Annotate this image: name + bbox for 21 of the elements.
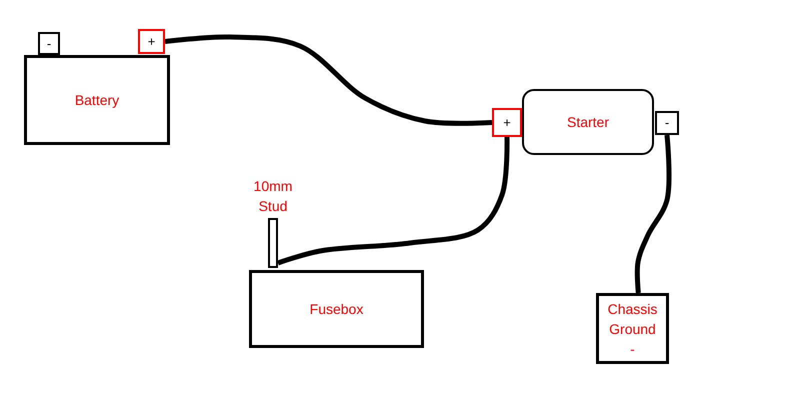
wire <box>277 136 510 266</box>
negative-terminal <box>655 111 679 135</box>
fusebox-label: Fusebox <box>310 300 364 319</box>
ground-label: - <box>630 340 635 358</box>
negative-terminal <box>38 32 60 55</box>
starter-box <box>522 89 654 155</box>
ground-box <box>596 293 669 364</box>
battery-box <box>24 55 170 145</box>
battery-label: Battery <box>74 91 120 110</box>
terminal-sign: - <box>46 36 52 50</box>
wire <box>634 134 672 294</box>
wire <box>164 34 492 126</box>
terminal-sign: + <box>148 34 156 48</box>
ground-label: Chassis Ground <box>606 300 658 338</box>
positive-terminal <box>492 108 522 137</box>
terminal-sign: - <box>664 116 670 130</box>
stud-label: 10mm Stud <box>252 177 294 216</box>
starter-label: Starter <box>566 113 609 132</box>
positive-terminal <box>138 29 165 54</box>
terminal-sign: + <box>503 116 511 130</box>
fusebox-box <box>249 270 424 348</box>
